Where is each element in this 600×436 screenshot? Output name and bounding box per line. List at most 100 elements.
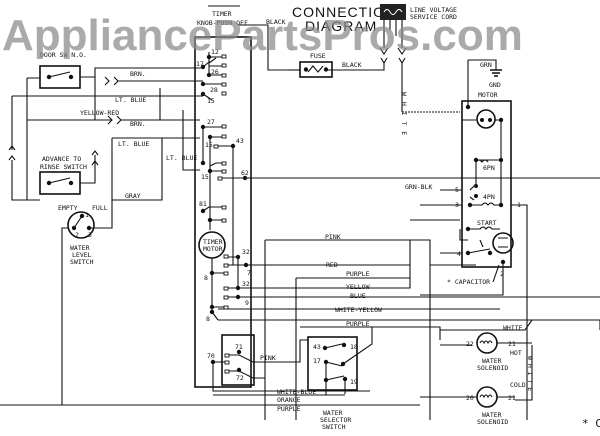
terminal-32a: 32: [242, 248, 250, 256]
sol-terminal-21a: 21: [508, 340, 516, 348]
terminal-70: 70: [207, 352, 215, 360]
selector-terminal-17: 17: [313, 357, 321, 365]
rpm-4-label: 4PN: [483, 193, 495, 201]
selector-terminal-43: 43: [313, 343, 321, 351]
fuse-label: FUSE: [310, 52, 326, 60]
cold-solenoid-label-1: WATER: [482, 411, 502, 419]
wire-label-black-top: BLACK: [266, 18, 286, 26]
black-wire-to-fuse: [238, 24, 288, 71]
terminal-43: 43: [236, 137, 244, 145]
motor-protector: [476, 109, 496, 129]
wire-label-lt-blue-right: LT. BLUE: [166, 154, 197, 162]
water-level-label-1: WATER: [70, 244, 90, 252]
wire-label-blue: BLUE: [350, 292, 366, 300]
diagram-title-line2: DIAGRAM: [305, 18, 377, 34]
wire-label-brn-mid: BRN.: [130, 120, 146, 128]
wl-terminal-1: 1: [85, 211, 89, 219]
timer-terminals-bottom: [210, 334, 370, 392]
terminal-12: 12: [211, 48, 219, 56]
wire-harness: [218, 219, 600, 420]
timer-title-1: TIMER: [212, 10, 232, 18]
selector-terminal-19: 19: [350, 378, 358, 386]
selector-label-3: SWITCH: [322, 423, 346, 431]
water-level-empty-label: EMPTY: [58, 204, 78, 212]
wire-label-white-blue: WHITE-BLUE: [277, 388, 316, 396]
start-label: START: [477, 219, 497, 227]
line-cord-plug-glyph: [383, 9, 403, 15]
advance-switch-box: [39, 171, 81, 195]
hot-solenoid-label-2: SOLENOID: [477, 364, 508, 372]
cold-label: COLD: [510, 381, 526, 389]
wire-label-purple-bottom: PURPLE: [277, 405, 301, 413]
wire-label-black: BLACK: [342, 61, 362, 69]
sol-terminal-21b: 21: [508, 394, 516, 402]
terminal-26: 26: [211, 68, 219, 76]
wire-label-purple-2: PURPLE: [346, 320, 370, 328]
wire-label-orange: ORANGE: [277, 396, 301, 404]
sol-terminal-22: 22: [466, 340, 474, 348]
wire-label-lt-blue-top: LT. BLUE: [115, 96, 146, 104]
ground-wire: [468, 59, 497, 70]
ground-wire-label: GRN: [480, 61, 492, 69]
wire-label-red: RED: [326, 261, 338, 269]
gnd-label: GND: [489, 81, 501, 89]
timer-box: [194, 36, 252, 388]
lt-blue-wire-top: [12, 78, 203, 200]
advance-switch-label-1: ADVANCE TO: [42, 155, 81, 163]
lt-blue-wire-mid: [111, 137, 200, 200]
line-cord-label-2: SERVICE CORD: [410, 13, 457, 21]
wl-terminal-2: 2: [75, 231, 79, 239]
terminal-72: 72: [236, 374, 244, 382]
line-cord-plug-icon: [380, 4, 406, 20]
terminal-17: 17: [196, 60, 204, 68]
water-level-label-3: SWITCH: [70, 258, 94, 266]
footnote-marker: * C: [582, 417, 600, 430]
water-selector-switch: [307, 336, 358, 391]
wire-label-lt-blue-mid: LT. BLUE: [118, 140, 149, 148]
wire-label-yellow: YELLOW: [346, 283, 370, 291]
wire-label-pink-bottom: PINK: [260, 354, 276, 362]
timer-motor-label-1: TIMER: [203, 238, 223, 246]
selector-label-1: WATER: [323, 409, 343, 417]
cold-solenoid-label-2: SOLENOID: [477, 418, 508, 426]
timer-title-2: KNOB-PUSH OFF: [197, 19, 248, 27]
hot-solenoid-label-1: WATER: [482, 357, 502, 365]
terminal-27: 27: [207, 118, 215, 126]
terminal-32b: 32: [242, 280, 250, 288]
wire-label-brn-top: BRN.: [130, 70, 146, 78]
timer-terminals-top: [200, 52, 227, 101]
line-cord-leads: [328, 20, 407, 112]
motor-terminal-4: 4: [457, 250, 461, 258]
wire-label-pink: PINK: [325, 233, 341, 241]
ground-icon: [490, 69, 502, 77]
wire-label-purple-1: PURPLE: [346, 270, 370, 278]
selector-terminal-18: 18: [350, 343, 358, 351]
wire-label-white-sol: WHITE: [503, 324, 523, 332]
wire-label-white-vertical: W H I T E: [400, 92, 408, 136]
terminal-8b: 8: [206, 315, 210, 323]
terminal-28: 28: [210, 86, 218, 94]
left-loop-wire: [11, 96, 40, 201]
motor-label: MOTOR: [478, 91, 498, 99]
door-switch-wiring: [27, 67, 203, 79]
terminal-81: 81: [199, 200, 207, 208]
water-level-full-label: FULL: [92, 204, 108, 212]
advance-switch-contact-icon: [48, 177, 71, 184]
capacitor-label: * CAPACITOR: [447, 278, 490, 286]
terminal-7: 7: [247, 269, 251, 277]
motor-terminal-2: 2: [500, 270, 504, 278]
advance-switch-label-2: RINSE SWITCH: [40, 163, 87, 171]
sol-terminal-20: 20: [466, 394, 474, 402]
wire-label-white-yellow: WHITE-YELLOW: [335, 306, 382, 314]
terminal-15b: 15: [205, 141, 213, 149]
wl-terminal-3: 3: [88, 231, 92, 239]
diagram-title-line1: CONNECTION: [292, 4, 396, 20]
watermark: AppliancePartsPros.com: [2, 11, 523, 60]
terminal-62: 62: [241, 169, 249, 177]
wire-label-white-vertical-2: W H I T E: [526, 356, 534, 391]
water-level-label-2: LEVEL: [72, 251, 92, 259]
motor-box: [461, 100, 512, 268]
wire-label-yellow-red: YELLOW-RED: [80, 109, 119, 117]
line-cord-label-1: LINE VOLTAGE: [410, 6, 457, 14]
